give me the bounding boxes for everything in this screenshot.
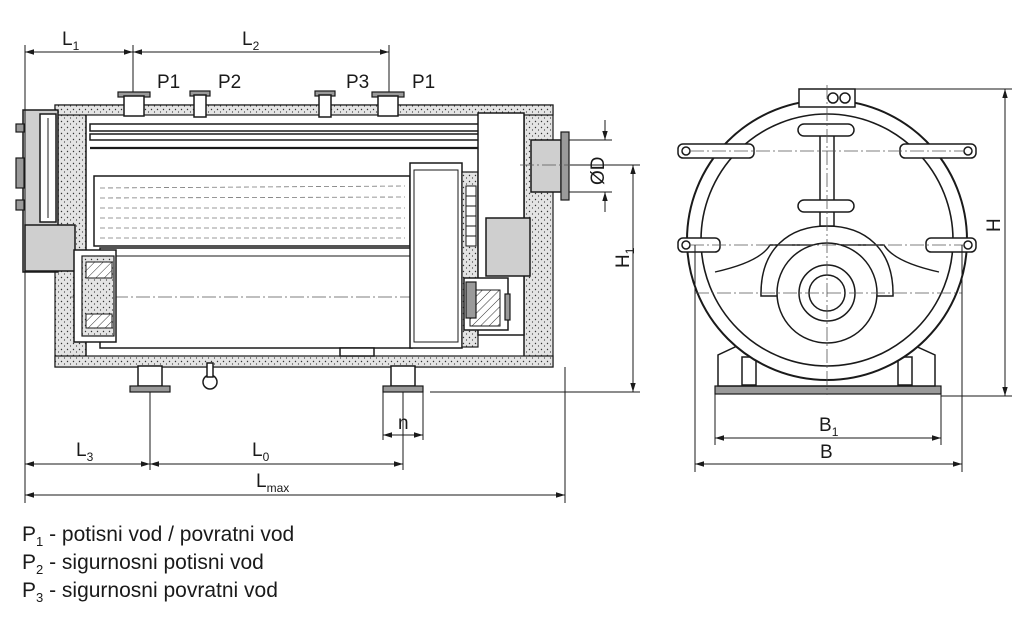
front-view — [677, 85, 977, 395]
nozzle-P3 — [314, 90, 336, 118]
label-L0: L0 — [252, 440, 270, 464]
front-labels: B1 B H — [819, 218, 1005, 463]
base-plate — [714, 385, 942, 395]
label-L2: L2 — [242, 29, 260, 53]
furnace — [99, 247, 413, 349]
nozzle-P2 — [189, 90, 211, 118]
label-D: ØD — [588, 157, 609, 186]
bottom-insulation — [54, 355, 554, 368]
legend-item-p2: P2 - sigurnosni potisni vod — [22, 551, 264, 578]
flue-outlet — [530, 139, 562, 193]
label-P2: P2 — [218, 72, 241, 93]
label-n: n — [398, 413, 409, 434]
tube-bundle — [93, 175, 411, 247]
legend-item-p1: P1 - potisni vod / povratni vod — [22, 523, 295, 550]
side-labels: L1 L2 L3 L0 Lmax n P1 P2 P3 P1 ØD H1 — [62, 29, 637, 495]
side-view — [15, 90, 580, 393]
top-plate-1 — [89, 123, 493, 132]
label-B1: B1 — [819, 415, 839, 439]
label-H1: H1 — [613, 247, 637, 268]
label-P1-right: P1 — [412, 72, 435, 93]
reversing-chamber — [409, 162, 463, 349]
label-P3: P3 — [346, 72, 369, 93]
tube-dashes — [99, 185, 406, 239]
drain-valve — [202, 362, 218, 390]
label-Lmax: Lmax — [256, 471, 289, 495]
label-L3: L3 — [76, 440, 94, 464]
top-plate-2 — [89, 133, 493, 141]
side-dimensions — [24, 45, 640, 503]
label-L1: L1 — [62, 29, 80, 53]
foot-left — [129, 365, 171, 393]
label-P1-left: P1 — [157, 72, 180, 93]
label-B: B — [820, 442, 833, 463]
foot-right — [382, 365, 424, 393]
nozzle-P1-right — [371, 91, 405, 117]
nozzle-P1-left — [117, 91, 151, 117]
front-dimensions — [694, 88, 1012, 472]
label-H: H — [984, 218, 1005, 232]
legend-item-p3: P3 - sigurnosni povratni vod — [22, 579, 278, 606]
